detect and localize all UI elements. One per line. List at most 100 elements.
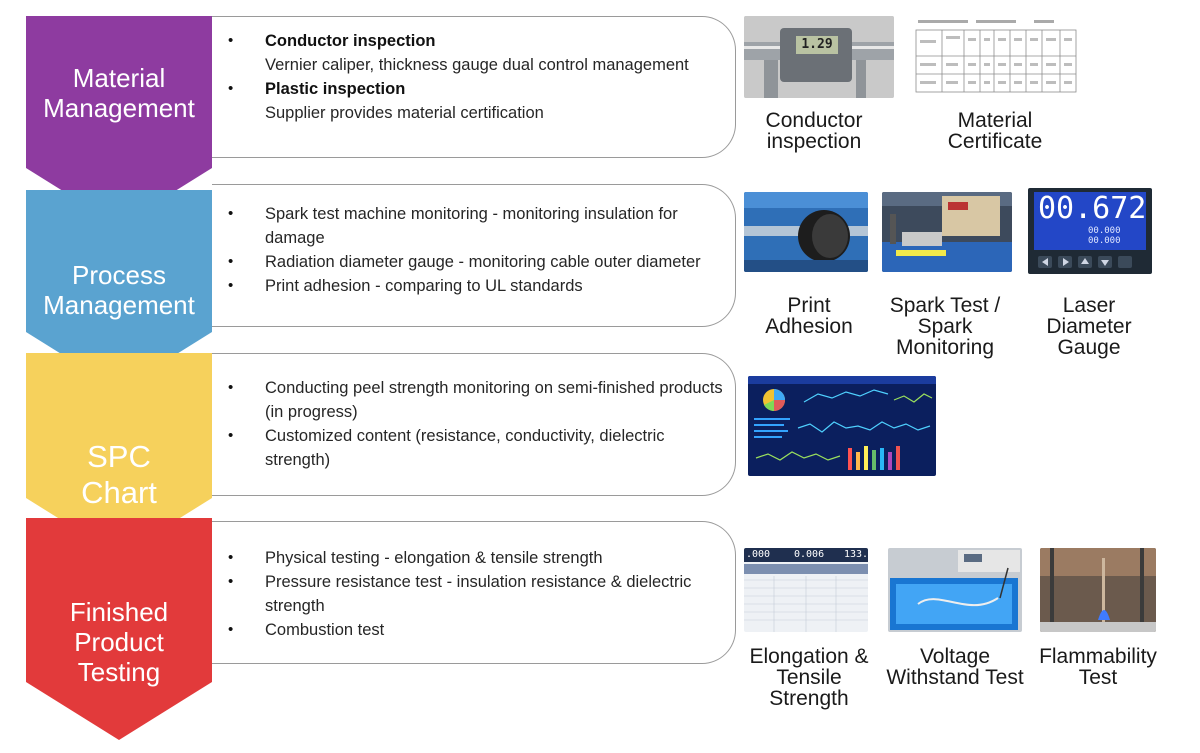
caliper-icon	[744, 16, 894, 98]
panel-finished: Physical testing - elongation & tensile …	[212, 521, 736, 664]
caption-line: inspection	[766, 130, 862, 153]
photo-vernier-caliper: 1.29	[744, 16, 894, 98]
bullet-text: Radiation diameter gauge - monitoring ca…	[265, 253, 701, 271]
stage-title-line: Management	[43, 92, 195, 123]
spc-dashboard-icon	[748, 376, 936, 476]
caption-line: Certificate	[947, 130, 1043, 153]
bullet-list: Conducting peel strength monitoring on s…	[212, 376, 735, 472]
stage-title-line: Process	[72, 260, 166, 290]
bullet-text: Vernier caliper, thickness gauge dual co…	[265, 56, 689, 74]
bullet-text: Print adhesion - comparing to UL standar…	[265, 277, 583, 295]
tensile-reading: .000	[746, 549, 771, 560]
caption-elongation: Elongation & Tensile Strength	[744, 646, 874, 709]
laser-gauge-icon	[1028, 188, 1152, 274]
caption-print-adhesion: Print Adhesion	[744, 295, 874, 337]
caliper-reading: 1.29	[801, 37, 833, 52]
bullet-text: Pressure resistance test - insulation re…	[265, 573, 692, 615]
list-item: Customized content (resistance, conducti…	[212, 424, 735, 472]
caption-line: Tensile	[776, 666, 842, 689]
panel-process: Spark test machine monitoring - monitori…	[212, 184, 736, 327]
bullet-text: Combustion test	[265, 621, 385, 639]
tensile-reading: 0.006	[794, 549, 825, 560]
caption-line: Elongation &	[749, 645, 869, 668]
stage-title-material: Material Management	[26, 63, 212, 124]
gauge-sub-reading: 00.000	[1088, 226, 1121, 236]
gauge-sub-reading: 00.000	[1088, 236, 1121, 246]
caption-line: Flammability	[1039, 645, 1157, 668]
caption-spark-test: Spark Test / Spark Monitoring	[877, 295, 1013, 358]
chevron-process	[26, 190, 212, 390]
photo-spc-dashboard	[748, 376, 936, 476]
stage-title-line: SPC	[87, 439, 151, 474]
stage-title-finished: Finished Product Testing	[26, 597, 212, 688]
caption-line: Print	[787, 294, 831, 317]
bullet-text: Conducting peel strength monitoring on s…	[265, 379, 723, 421]
list-item: Conducting peel strength monitoring on s…	[212, 376, 735, 424]
stage-title-line: Product	[74, 626, 164, 657]
caption-line: Spark Test /	[889, 294, 1001, 317]
bullet-text: Spark test machine monitoring - monitori…	[265, 205, 678, 247]
photo-flammability-test	[1040, 548, 1156, 632]
list-item: Print adhesion - comparing to UL standar…	[212, 274, 735, 298]
stage-title-line: Chart	[81, 475, 157, 510]
bullet-heading: Conductor inspection	[265, 32, 436, 50]
tensile-reading: 133.	[844, 549, 868, 560]
caption-line: Strength	[769, 687, 849, 710]
list-item: Spark test machine monitoring - monitori…	[212, 202, 735, 250]
caption-material-certificate: Material Certificate	[920, 110, 1070, 152]
caption-line: Diameter	[1046, 315, 1132, 338]
panel-spc: Conducting peel strength monitoring on s…	[212, 353, 736, 496]
print-adhesion-icon	[744, 192, 868, 272]
chevron-spc	[26, 353, 212, 556]
gauge-reading: 00.672	[1038, 191, 1147, 226]
certificate-icon	[914, 16, 1078, 98]
panel-material: Conductor inspection Vernier caliper, th…	[212, 16, 736, 158]
photo-laser-gauge: 00.672 00.000 00.000	[1028, 188, 1152, 274]
bullet-list: Conductor inspection Vernier caliper, th…	[212, 29, 735, 125]
bullet-list: Physical testing - elongation & tensile …	[212, 546, 735, 642]
spark-test-icon	[882, 192, 1012, 272]
stage-title-line: Finished	[69, 597, 169, 627]
bullet-text: Supplier provides material certification	[265, 104, 544, 122]
chevron-finished	[26, 518, 212, 740]
caption-line: Gauge	[1057, 336, 1121, 359]
bullet-heading: Plastic inspection	[265, 80, 406, 98]
photo-print-adhesion	[744, 192, 868, 272]
caption-laser-gauge: Laser Diameter Gauge	[1026, 295, 1152, 358]
bullet-text: Customized content (resistance, conducti…	[265, 427, 665, 469]
caption-line: Withstand Test	[886, 666, 1024, 689]
caption-line: Spark	[917, 315, 973, 338]
stage-title-line: Management	[43, 289, 195, 320]
stage-title-line: Material	[72, 63, 166, 93]
caption-flammability: Flammability Test	[1032, 646, 1164, 688]
photo-voltage-test	[888, 548, 1022, 632]
caption-line: Material	[957, 109, 1033, 132]
bullet-text: Physical testing - elongation & tensile …	[265, 549, 603, 567]
photo-spark-test	[882, 192, 1012, 272]
list-item: Pressure resistance test - insulation re…	[212, 570, 735, 618]
photo-material-certificate	[914, 16, 1078, 98]
stage-title-spc: SPC Chart	[26, 439, 212, 511]
caption-voltage: Voltage Withstand Test	[880, 646, 1030, 688]
caption-line: Conductor	[765, 109, 863, 132]
tensile-screen-icon	[744, 548, 868, 632]
list-item: Plastic inspection Supplier provides mat…	[212, 77, 735, 125]
caption-line: Laser	[1062, 294, 1116, 317]
flammability-icon	[1040, 548, 1156, 632]
caption-line: Adhesion	[765, 315, 853, 338]
caption-line: Test	[1078, 666, 1118, 689]
caption-line: Voltage	[919, 645, 991, 668]
stage-title-line: Testing	[77, 656, 161, 687]
caption-conductor-inspection: Conductor inspection	[744, 110, 884, 152]
photo-tensile-screen: .000 0.006 133.	[744, 548, 868, 632]
list-item: Physical testing - elongation & tensile …	[212, 546, 735, 570]
list-item: Radiation diameter gauge - monitoring ca…	[212, 250, 735, 274]
stage-title-process: Process Management	[26, 260, 212, 321]
bullet-list: Spark test machine monitoring - monitori…	[212, 202, 735, 298]
voltage-test-icon	[888, 548, 1022, 632]
chevron-material	[26, 16, 212, 226]
list-item: Conductor inspection Vernier caliper, th…	[212, 29, 735, 77]
caption-line: Monitoring	[895, 336, 995, 359]
list-item: Combustion test	[212, 618, 735, 642]
